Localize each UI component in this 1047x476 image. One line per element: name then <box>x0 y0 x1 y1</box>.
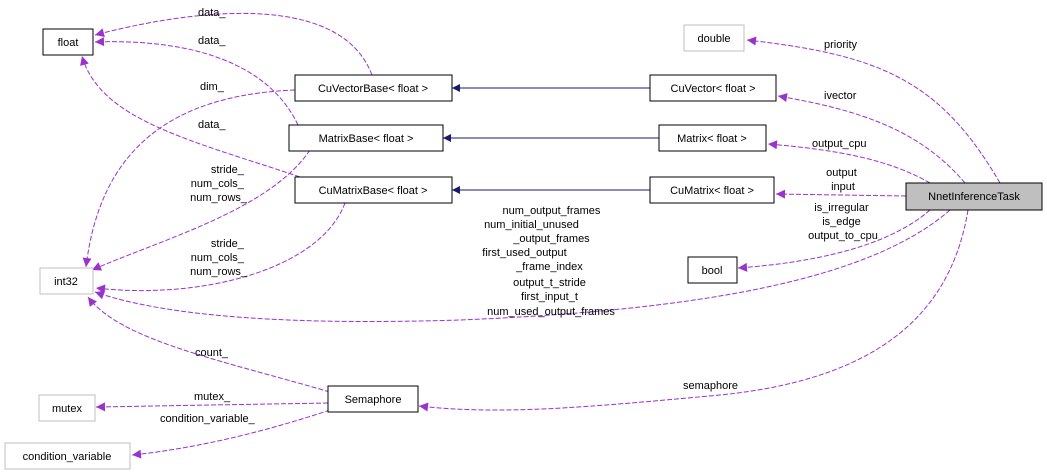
label-cmb-int32: stride_ num_cols_ num_rows_ <box>190 238 248 278</box>
label-cvb-float: data_ <box>198 7 226 19</box>
edge-cumatrixbase-float <box>80 55 301 178</box>
edge-semaphore-int32 <box>87 296 331 393</box>
svg-text:Semaphore: Semaphore <box>345 394 402 406</box>
edge-matrixbase-int32 <box>91 149 311 271</box>
label-mb-int32: stride_ num_cols_ num_rows_ <box>190 164 248 204</box>
label-cmb-float: data_ <box>198 119 226 131</box>
edge-task-matrix <box>767 140 931 184</box>
edge-task-cumatrix <box>775 189 907 199</box>
label-task-semaphore: semaphore <box>683 380 738 392</box>
node-float[interactable]: float <box>42 28 94 56</box>
edge-task-int32 <box>94 209 951 323</box>
node-matrixbase[interactable]: MatrixBase< float > <box>288 124 444 152</box>
edge-matrixbase-float <box>94 37 299 126</box>
edge-cumatrixbase-int32 <box>95 202 346 294</box>
label-task-bool: is_irregular is_edge output_to_cpu <box>808 202 878 242</box>
svg-text:NnetInferenceTask: NnetInferenceTask <box>928 191 1020 203</box>
svg-text:bool: bool <box>702 265 723 277</box>
node-semaphore[interactable]: Semaphore <box>327 385 419 413</box>
label-task-cumatrix: output input <box>826 167 860 193</box>
label-task-cuvector: ivector <box>824 90 857 102</box>
node-bool[interactable]: bool <box>687 256 738 284</box>
svg-text:CuMatrix< float >: CuMatrix< float > <box>670 185 754 197</box>
svg-text:MatrixBase< float >: MatrixBase< float > <box>319 133 414 145</box>
node-mutex[interactable]: mutex <box>38 394 96 422</box>
edge-cuvectorbase-float <box>94 12 373 76</box>
edge-task-cuvector <box>777 93 966 184</box>
node-double[interactable]: double <box>683 24 745 52</box>
svg-text:Matrix< float >: Matrix< float > <box>677 133 747 145</box>
svg-text:int32: int32 <box>54 276 78 288</box>
svg-text:condition_variable: condition_variable <box>23 451 112 463</box>
label-mb-float: data_ <box>198 35 226 47</box>
label-sem-int32: count_ <box>195 347 229 359</box>
node-cuvectorbase[interactable]: CuVectorBase< float > <box>294 74 453 102</box>
edge-task-double <box>746 36 1001 184</box>
node-conditionvariable[interactable]: condition_variable <box>4 442 131 470</box>
label-cvb-int32: dim_ <box>200 81 225 93</box>
node-matrix[interactable]: Matrix< float > <box>658 124 767 152</box>
svg-text:double: double <box>697 33 730 45</box>
node-int32[interactable]: int32 <box>39 267 94 295</box>
label-task-matrix: output_cpu <box>812 138 866 150</box>
label-sem-mutex: mutex_ <box>194 391 231 403</box>
node-cuvector[interactable]: CuVector< float > <box>649 74 777 102</box>
edge-cuvectorbase-int32 <box>82 89 296 268</box>
node-cumatrix[interactable]: CuMatrix< float > <box>649 176 775 204</box>
edge-semaphore-condvar <box>131 409 331 459</box>
edge-semaphore-mutex <box>95 402 329 412</box>
label-task-int32: num_output_frames num_initial_unused _ou… <box>482 205 615 318</box>
edge-task-semaphore <box>418 209 969 412</box>
svg-text:mutex: mutex <box>52 403 82 415</box>
node-cumatrixbase[interactable]: CuMatrixBase< float > <box>294 176 453 204</box>
svg-text:CuMatrixBase< float >: CuMatrixBase< float > <box>319 185 428 197</box>
svg-text:CuVector< float >: CuVector< float > <box>671 83 756 95</box>
svg-text:float: float <box>58 37 79 49</box>
label-task-double: priority <box>824 39 858 51</box>
node-nnetinferencetask[interactable]: NnetInferenceTask <box>905 182 1043 211</box>
label-sem-condvar: condition_variable_ <box>160 413 256 425</box>
svg-text:CuVectorBase< float >: CuVectorBase< float > <box>318 83 428 95</box>
